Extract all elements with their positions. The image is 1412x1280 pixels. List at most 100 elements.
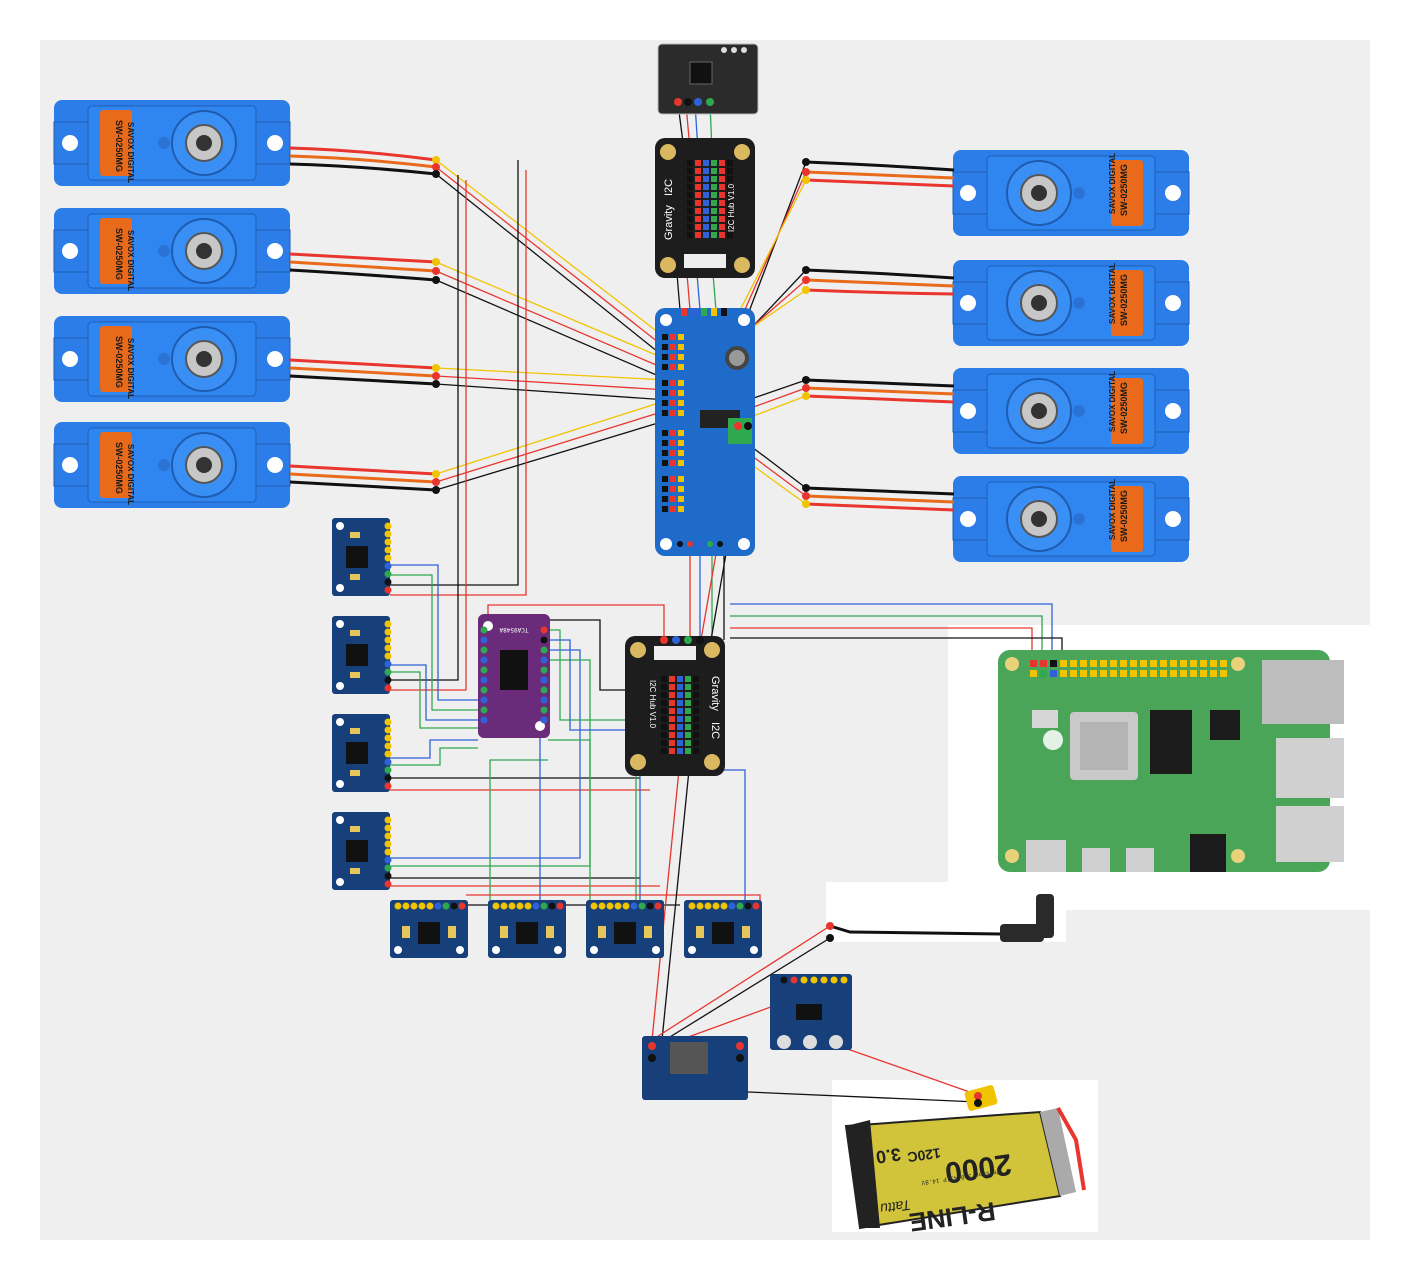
header-pin (727, 208, 733, 214)
header-pin (661, 732, 667, 738)
wire (390, 180, 467, 691)
servo-connector-pins (432, 156, 810, 508)
pwm-pin-ground (662, 344, 668, 350)
header-pin (693, 692, 699, 698)
pwm-pin-signal (678, 354, 684, 360)
header-pin (693, 732, 699, 738)
gpio-pin (1180, 670, 1187, 677)
power-board-pin (790, 976, 798, 984)
imu-pin (384, 750, 392, 758)
mux-pin (540, 676, 548, 684)
header-pin (677, 732, 683, 738)
mux-pin (540, 666, 548, 674)
header-pin (695, 224, 701, 230)
pwm-pin-ground (662, 430, 668, 436)
gpio-pin (1040, 670, 1047, 677)
imu-pin (410, 902, 418, 910)
header-pin (727, 184, 733, 190)
header-pin (711, 160, 717, 166)
imu-pin (736, 902, 744, 910)
lipo-battery: 2000 120C 3.0 R-LINE Tattu Version 3.0 4… (844, 1085, 1086, 1238)
header-pin (703, 176, 709, 182)
i2c-hub-bottom: Gravity I2C I2C Hub V1.0 (625, 636, 725, 776)
header-pin (669, 708, 675, 714)
power-monitor-board (770, 974, 852, 1050)
connector-pin (660, 636, 668, 644)
gpio-pin (1060, 660, 1067, 667)
imu-left-1 (332, 518, 390, 596)
header-pin (677, 716, 683, 722)
header-pin (687, 160, 693, 166)
header-pin (727, 168, 733, 174)
wire (734, 171, 807, 333)
header-pin (687, 224, 693, 230)
buck-converter (642, 1036, 748, 1100)
imu-pin (384, 676, 392, 684)
header-pin (703, 216, 709, 222)
pwm-pin-signal (678, 460, 684, 466)
hub-top-bus: I2C (663, 179, 675, 196)
wire (435, 173, 669, 361)
imu-pin (606, 902, 614, 910)
imu-pin (384, 538, 392, 546)
pwm-pin-signal (678, 450, 684, 456)
header-pin (693, 684, 699, 690)
header-pin (669, 684, 675, 690)
header-pin (719, 192, 725, 198)
pwm-pin-ground (662, 476, 668, 482)
wire (390, 649, 581, 859)
header-pin (719, 200, 725, 206)
header-pin (719, 160, 725, 166)
wire (664, 937, 831, 1041)
hub-bottom-brand: Gravity (709, 676, 721, 711)
header-pin (727, 232, 733, 238)
header-pin (687, 200, 693, 206)
pwm-pin-ground (662, 390, 668, 396)
header-pin (661, 740, 667, 746)
pwm-pin-ground (662, 334, 668, 340)
power-board-pin (780, 976, 788, 984)
wire (435, 367, 669, 381)
wire (730, 615, 1043, 660)
imu-pin (394, 902, 402, 910)
header-pin (661, 748, 667, 754)
header-pin (711, 208, 717, 214)
header-pin (669, 676, 675, 682)
mux-pin (540, 646, 548, 654)
imu-pin (384, 742, 392, 750)
gpio-pin (1110, 670, 1117, 677)
mux-pin (540, 656, 548, 664)
gpio-pin (1160, 670, 1167, 677)
header-pin (693, 716, 699, 722)
wiring-layer (390, 103, 1063, 1103)
servo-model-label: SW-0250MG (114, 228, 124, 280)
imu-pin (532, 902, 540, 910)
pwm-top-pin (701, 308, 707, 316)
imu-pin (384, 620, 392, 628)
gpio-pin (1090, 670, 1097, 677)
gpio-pin (1220, 670, 1227, 677)
imu-pin (384, 774, 392, 782)
header-pin (685, 724, 691, 730)
pwm-bottom-pin (687, 541, 693, 547)
gpio-pin (1190, 660, 1197, 667)
header-pin (685, 732, 691, 738)
gpio-pin (1210, 670, 1217, 677)
servo-right-1 (805, 149, 1190, 237)
servo-left-2 (53, 207, 437, 295)
power-board-pin (830, 976, 838, 984)
gpio-pin (1170, 660, 1177, 667)
header-pin (677, 684, 683, 690)
power-board-pin (820, 976, 828, 984)
imu-pin (384, 660, 392, 668)
gpio-pin (1180, 660, 1187, 667)
power-board-pin (800, 976, 808, 984)
sensor-breakout-top (657, 43, 759, 115)
pwm-bottom-pin (707, 541, 713, 547)
header-pin (727, 160, 733, 166)
servo-brand-label: SAVOX DIGITAL (1108, 263, 1117, 324)
imu-pin (384, 824, 392, 832)
servo-right-3 (805, 367, 1190, 455)
imu-pin (384, 652, 392, 660)
imu-pin (384, 684, 392, 692)
